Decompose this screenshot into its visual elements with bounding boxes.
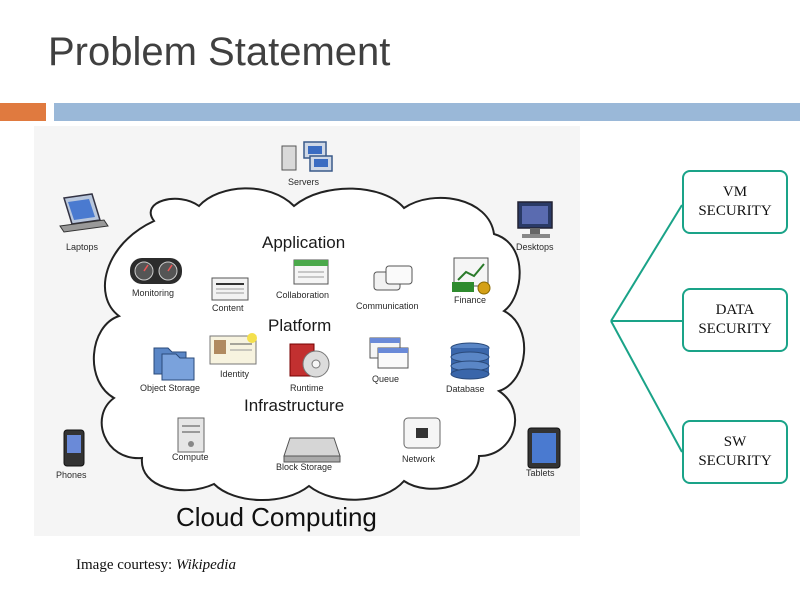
desktop-icon (517, 201, 553, 238)
communication-label: Communication (356, 301, 419, 311)
application-section-title: Application (262, 233, 345, 252)
queue-label: Queue (372, 374, 399, 384)
connector-vm (610, 204, 683, 322)
infrastructure-section-title: Infrastructure (244, 396, 344, 415)
title-accent-bar (0, 103, 46, 121)
communication-icon (373, 265, 413, 291)
object-storage-label: Object Storage (140, 383, 200, 393)
tablets-label: Tablets (526, 468, 555, 478)
block-storage-icon (283, 437, 341, 463)
content-label: Content (212, 303, 244, 313)
phones-label: Phones (56, 470, 87, 480)
slide-title: Problem Statement (48, 30, 391, 74)
object-storage-icon (153, 347, 195, 381)
data-security-box: DATA SECURITY (682, 288, 788, 352)
compute-icon (177, 417, 205, 453)
laptops-label: Laptops (66, 242, 99, 252)
caption-prefix: Image courtesy: (76, 557, 176, 573)
cloud-computing-title: Cloud Computing (176, 502, 377, 532)
finance-label: Finance (454, 295, 486, 305)
network-icon (403, 417, 441, 449)
sw-security-box: SW SECURITY (682, 420, 788, 484)
servers-icon (281, 141, 333, 172)
desktops-label: Desktops (516, 242, 554, 252)
connector-sw (610, 320, 683, 453)
title-rule (54, 103, 800, 121)
laptop-icon (59, 193, 109, 233)
finance-icon (452, 257, 491, 295)
runtime-icon (289, 343, 330, 378)
block-storage-label: Block Storage (276, 462, 332, 472)
cloud-computing-diagram: Servers Laptops Desktops Phones Tablets … (56, 141, 561, 532)
caption-source: Wikipedia (175, 557, 236, 573)
network-label: Network (402, 454, 436, 464)
database-icon (450, 342, 490, 380)
vm-security-box: VM SECURITY (682, 170, 788, 234)
platform-section-title: Platform (268, 316, 331, 335)
collaboration-label: Collaboration (276, 290, 329, 300)
identity-label: Identity (220, 369, 250, 379)
compute-label: Compute (172, 452, 209, 462)
runtime-label: Runtime (290, 383, 324, 393)
collaboration-icon (293, 259, 329, 285)
image-caption: Image courtesy: Wikipedia (76, 557, 236, 574)
servers-label: Servers (288, 177, 320, 187)
database-label: Database (446, 384, 485, 394)
identity-icon (209, 333, 257, 365)
content-icon (211, 277, 249, 301)
tablet-icon (527, 427, 561, 469)
monitoring-label: Monitoring (132, 288, 174, 298)
queue-icon (369, 337, 409, 369)
monitoring-icon (130, 258, 182, 284)
phone-icon (63, 429, 85, 467)
